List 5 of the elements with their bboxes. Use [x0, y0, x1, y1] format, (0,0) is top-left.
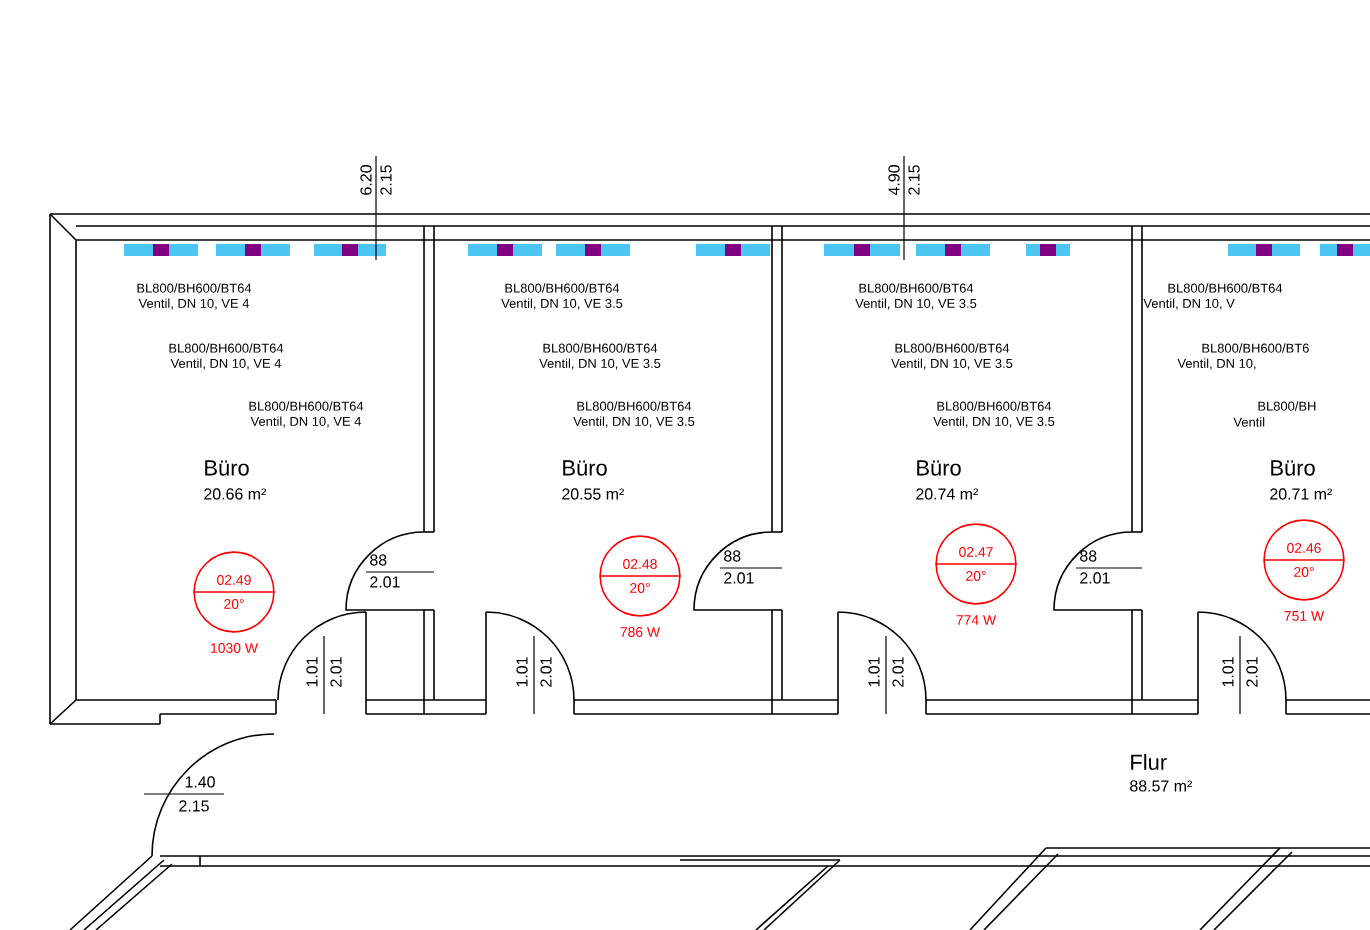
room-name: Büro: [563, 460, 607, 476]
room-name: Büro: [205, 460, 249, 476]
room-name: Flur: [1131, 753, 1167, 771]
room-name: Büro: [917, 460, 961, 476]
room-name: Büro: [1271, 460, 1315, 476]
